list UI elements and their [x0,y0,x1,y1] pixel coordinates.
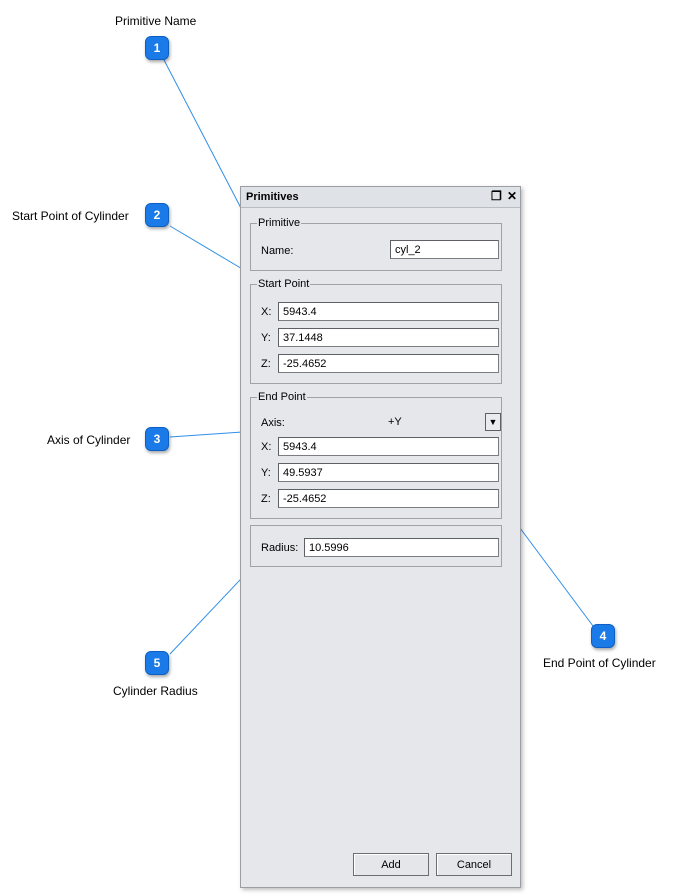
panel-titlebar[interactable]: Primitives ❐ ✕ [241,187,520,208]
end-point-legend: End Point [258,391,306,403]
add-button[interactable]: Add [353,853,429,876]
radius-label: Radius: [261,542,299,554]
end-y-field[interactable]: 49.5937 [278,463,499,482]
callout-label-2: Start Point of Cylinder [12,209,129,223]
primitive-group: Primitive [250,217,502,271]
callout-badge-2: 2 [145,203,169,227]
close-icon[interactable]: ✕ [507,189,518,203]
name-label: Name: [261,245,294,257]
start-point-legend: Start Point [258,278,310,290]
callout-label-1: Primitive Name [115,14,197,28]
axis-label: Axis: [261,417,285,429]
start-z-field[interactable]: -25.4652 [278,354,499,373]
callout-badge-1: 1 [145,36,169,60]
restore-icon[interactable]: ❐ [491,189,502,203]
axis-dropdown[interactable]: +Y ▼ [385,413,501,431]
start-point-group: Start Point [250,278,502,384]
axis-dropdown-value: +Y [388,416,402,428]
chevron-down-icon[interactable]: ▼ [485,413,501,431]
callout-badge-3: 3 [145,427,169,451]
start-y-field[interactable]: 37.1448 [278,328,499,347]
callout-badge-5: 5 [145,651,169,675]
start-x-field[interactable]: 5943.4 [278,302,499,321]
end-x-label: X: [261,441,272,453]
leader-line-1 [163,59,244,213]
start-y-label: Y: [261,332,271,344]
end-point-group: End Point [250,391,502,519]
callout-label-3: Axis of Cylinder [47,433,131,447]
callout-label-4: End Point of Cylinder [543,656,656,670]
end-z-label: Z: [261,493,271,505]
panel-title: Primitives [246,191,299,203]
leader-line-4 [516,523,594,627]
callout-label-5: Cylinder Radius [113,684,198,698]
start-z-label: Z: [261,358,271,370]
start-x-label: X: [261,306,272,318]
radius-field[interactable]: 10.5996 [304,538,499,557]
leader-line-2 [169,225,245,271]
name-field[interactable]: cyl_2 [390,240,499,259]
callout-badge-4: 4 [591,624,615,648]
end-y-label: Y: [261,467,271,479]
primitive-legend: Primitive [258,217,301,229]
primitives-panel: Primitives ❐ ✕ Primitive Name: cyl_2 Sta… [240,186,521,888]
radius-group [250,525,502,567]
end-x-field[interactable]: 5943.4 [278,437,499,456]
cancel-button[interactable]: Cancel [436,853,512,876]
end-z-field[interactable]: -25.4652 [278,489,499,508]
